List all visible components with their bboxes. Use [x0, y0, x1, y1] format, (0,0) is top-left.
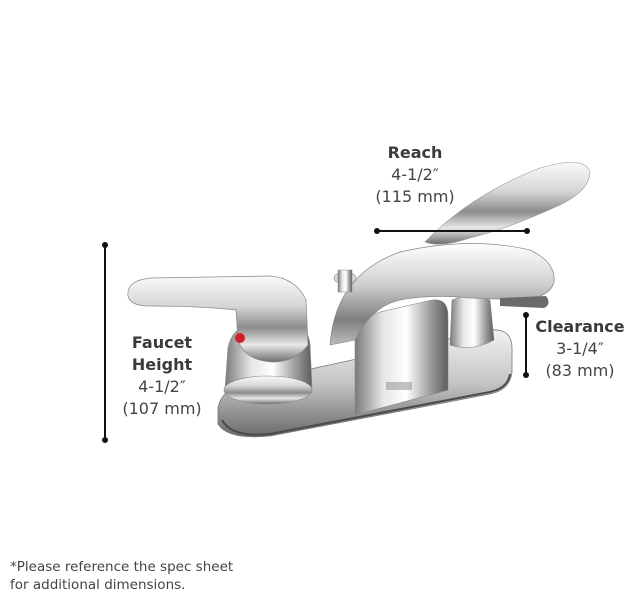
reach-metric: (115 mm) [375, 187, 455, 206]
footnote: *Please reference the spec sheet for add… [10, 558, 310, 594]
faucet-height-imperial: 4-1/2″ [138, 377, 186, 396]
reach-imperial: 4-1/2″ [391, 165, 439, 184]
front-handle [127, 275, 313, 405]
reach-label: Reach 4-1/2″ (115 mm) [360, 142, 470, 208]
faucet-height-title-line1: Faucet [131, 333, 193, 352]
clearance-title: Clearance [535, 317, 625, 336]
clearance-label: Clearance 3-1/4″ (83 mm) [530, 316, 630, 382]
rear-handle [424, 162, 591, 348]
faucet-height-dimension [102, 242, 108, 443]
faucet-height-title-line2: Height [131, 355, 193, 374]
faucet-height-label: Faucet Height 4-1/2″ (107 mm) [112, 332, 212, 420]
clearance-metric: (83 mm) [545, 361, 615, 380]
footnote-line2: for additional dimensions. [10, 577, 186, 593]
spout-arch [329, 243, 555, 346]
hot-indicator-icon [235, 333, 245, 343]
faucet-height-metric: (107 mm) [122, 399, 202, 418]
footnote-line1: *Please reference the spec sheet [10, 559, 234, 575]
clearance-imperial: 3-1/4″ [556, 339, 604, 358]
reach-dimension [374, 228, 530, 234]
reach-title: Reach [387, 143, 443, 162]
clearance-dimension [523, 312, 529, 378]
